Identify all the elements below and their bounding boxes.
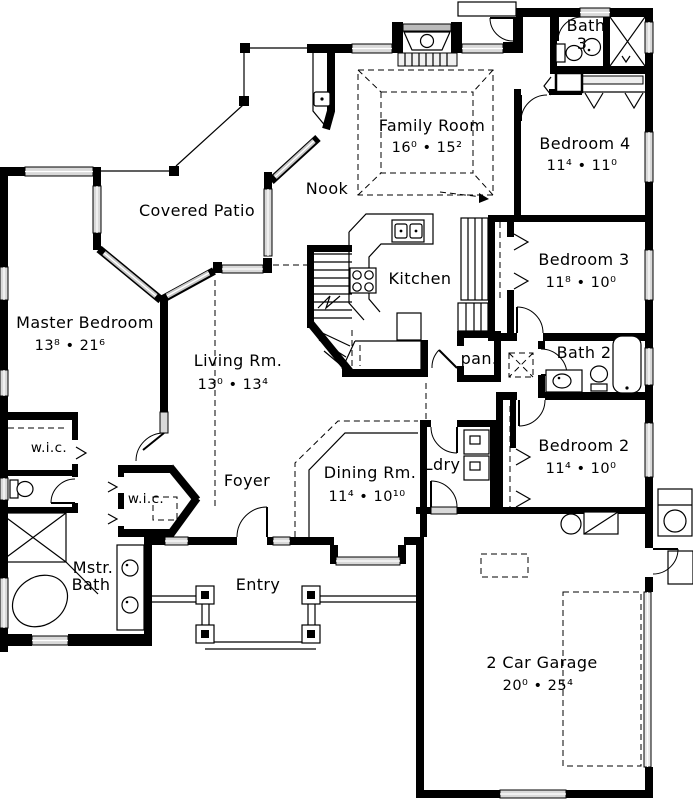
- room-label-covered-patio: Covered Patio: [139, 201, 255, 220]
- room-label-bedroom3: Bedroom 3: [538, 250, 629, 269]
- room-dims-bedroom4: 11⁴ • 11⁰: [547, 158, 618, 174]
- windows: [0, 7, 654, 799]
- doors: [50, 16, 679, 575]
- room-dims-living-room: 13⁰ • 13⁴: [198, 377, 269, 393]
- room-label-bath2: Bath 2: [557, 343, 612, 362]
- master-bath-fixtures: [0, 479, 145, 631]
- room-dims-bedroom2: 11⁴ • 10⁰: [546, 461, 617, 477]
- room-label-living-room: Living Rm.: [194, 351, 282, 370]
- entry-porch: [144, 585, 424, 650]
- room-dims-bedroom3: 11⁸ • 10⁰: [546, 275, 617, 291]
- room-label-master-bath-line2: Bath: [72, 575, 111, 594]
- room-dims-dining-room: 11⁴ • 10¹⁰: [328, 489, 405, 505]
- room-label-wic2: w.i.c.: [128, 491, 164, 507]
- bath3-fixtures: [555, 16, 646, 67]
- room-label-bath3-line1: Bath: [567, 16, 606, 35]
- staircase: [314, 253, 361, 367]
- room-dims-family-room: 16⁰ • 15²: [392, 140, 463, 156]
- interior-walls: [0, 17, 653, 538]
- entertainment-center: [392, 22, 462, 67]
- room-label-master-bath-line1: Mstr.: [73, 558, 114, 577]
- ceiling-lines: [214, 69, 534, 537]
- room-label-nook: Nook: [306, 179, 349, 198]
- room-dims-master-bedroom: 13⁸ • 21⁶: [35, 338, 106, 354]
- room-label-wic1: w.i.c.: [31, 440, 67, 456]
- room-label-bedroom4: Bedroom 4: [539, 134, 630, 153]
- closets: [8, 71, 645, 521]
- room-label-foyer: Foyer: [224, 471, 270, 490]
- bath2-fixtures: [545, 335, 642, 394]
- room-label-bedroom2: Bedroom 2: [538, 436, 629, 455]
- garage-features: [480, 488, 693, 768]
- room-label-laundry: Ldry: [424, 455, 461, 474]
- room-label-bath3-line2: 3: [577, 34, 588, 53]
- patio-boundary: [101, 43, 307, 176]
- room-dims-garage: 20⁰ • 25⁴: [503, 678, 574, 694]
- room-label-garage: 2 Car Garage: [486, 653, 597, 672]
- room-label-dining-room: Dining Rm.: [324, 463, 417, 482]
- room-label-kitchen: Kitchen: [389, 269, 452, 288]
- corner-fireplace: [312, 53, 335, 131]
- room-label-pantry: pan.: [461, 349, 498, 368]
- room-label-master-bedroom: Master Bedroom: [16, 313, 154, 332]
- room-label-entry: Entry: [236, 575, 281, 594]
- room-label-family-room: Family Room: [379, 116, 486, 135]
- back-stoop: [457, 1, 517, 42]
- laundry-appliances: [463, 429, 490, 481]
- kitchen-counters: [341, 213, 434, 370]
